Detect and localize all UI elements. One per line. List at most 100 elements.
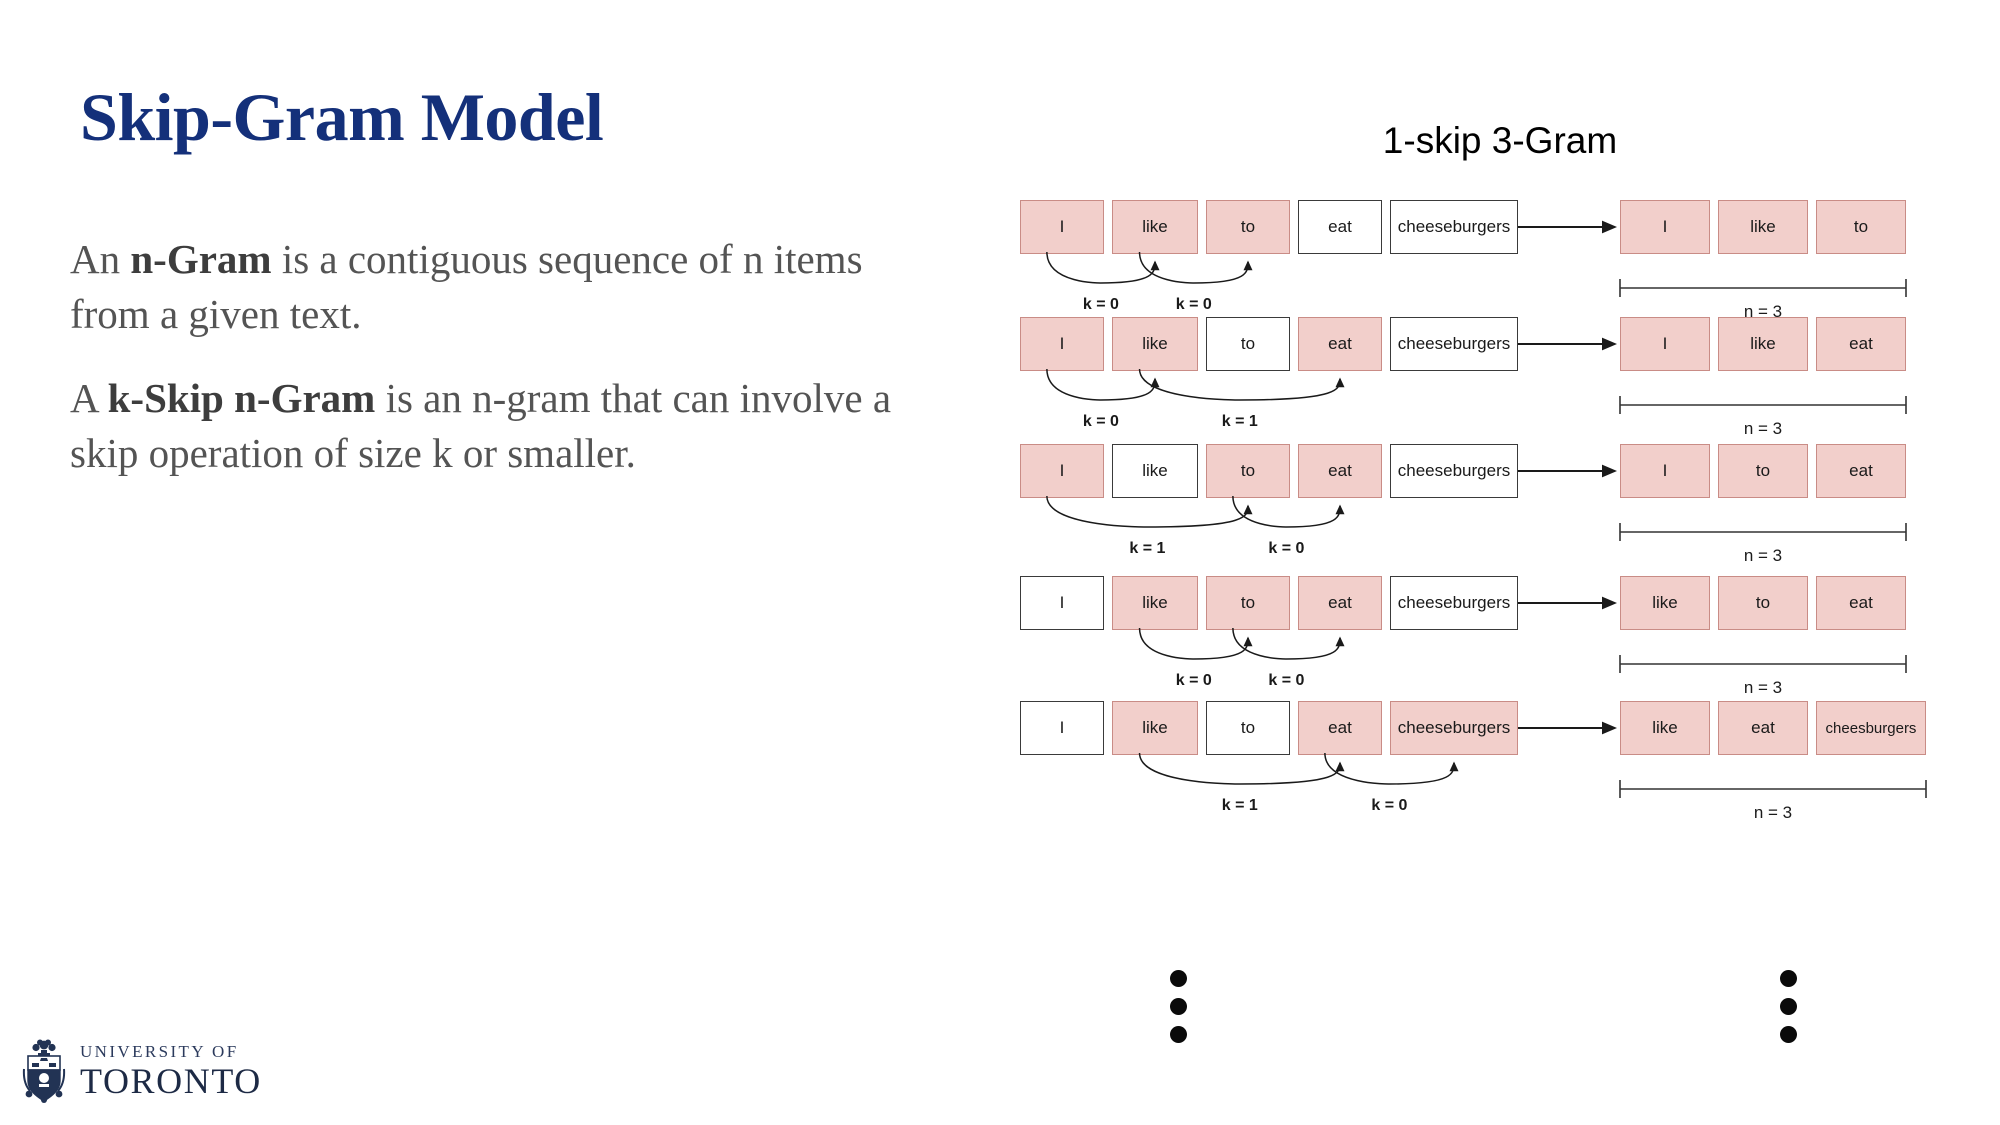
token-box-highlighted[interactable]: like: [1112, 576, 1198, 630]
token-box-highlighted[interactable]: like: [1112, 200, 1198, 254]
token-box-highlighted[interactable]: cheeseburgers: [1390, 701, 1518, 755]
token-box-highlighted[interactable]: eat: [1298, 701, 1382, 755]
output-token-box[interactable]: eat: [1816, 444, 1906, 498]
token-box-highlighted[interactable]: like: [1112, 701, 1198, 755]
skip-distance-label: k = 0: [1175, 672, 1212, 689]
feed-arrow: [1518, 464, 1617, 478]
skip-distance-label: k = 0: [1371, 797, 1408, 814]
skip-arc: [1324, 752, 1459, 785]
ngram-span-bracket: [1619, 780, 1927, 798]
skip-distance-label: k = 1: [1221, 797, 1258, 814]
ellipsis-dot: [1780, 998, 1797, 1015]
output-token-box[interactable]: like: [1718, 200, 1808, 254]
output-token-box[interactable]: eat: [1816, 317, 1906, 371]
vertical-ellipsis-right: [1780, 970, 1797, 1043]
skip-arc-layer: [1138, 752, 1459, 785]
ngram-size-label: n = 3: [1753, 803, 1793, 822]
ellipsis-dot: [1780, 970, 1797, 987]
token-box-highlighted[interactable]: to: [1206, 576, 1290, 630]
ngram-size-label: n = 3: [1743, 546, 1783, 565]
skip-distance-label: k = 0: [1268, 540, 1305, 557]
output-token-box[interactable]: I: [1620, 444, 1710, 498]
token-box[interactable]: cheeseburgers: [1390, 576, 1518, 630]
output-token-box[interactable]: eat: [1816, 576, 1906, 630]
paragraph-suffix: is an n-gram that can involve a skip ope…: [70, 375, 892, 476]
token-box-highlighted[interactable]: to: [1206, 200, 1290, 254]
output-token-box[interactable]: like: [1620, 576, 1710, 630]
token-box-highlighted[interactable]: eat: [1298, 317, 1382, 371]
ngram-span-bracket: [1619, 279, 1907, 297]
skip-arc-layer: [1138, 627, 1345, 660]
output-token-box[interactable]: cheesburgers: [1816, 701, 1926, 755]
page-title: Skip-Gram Model: [80, 79, 604, 155]
paragraph-prefix: A: [70, 375, 108, 422]
skip-arc: [1232, 495, 1345, 528]
skip-arc: [1138, 251, 1253, 284]
token-box-highlighted[interactable]: eat: [1298, 444, 1382, 498]
skip-distance-label: k = 0: [1082, 413, 1119, 430]
token-box[interactable]: to: [1206, 701, 1290, 755]
skip-arc: [1046, 495, 1253, 528]
token-box[interactable]: cheeseburgers: [1390, 317, 1518, 371]
skip-arc: [1232, 627, 1345, 660]
feed-arrow: [1518, 220, 1617, 234]
ngram-span-bracket: [1619, 523, 1907, 541]
output-token-box[interactable]: to: [1718, 576, 1808, 630]
skip-arc: [1046, 368, 1160, 401]
skip-arc: [1046, 251, 1160, 284]
output-token-box[interactable]: eat: [1718, 701, 1808, 755]
token-box-highlighted[interactable]: like: [1112, 317, 1198, 371]
ellipsis-dot: [1170, 1026, 1187, 1043]
token-box[interactable]: like: [1112, 444, 1198, 498]
token-box[interactable]: eat: [1298, 200, 1382, 254]
output-token-box[interactable]: like: [1620, 701, 1710, 755]
feed-arrow: [1518, 721, 1617, 735]
ellipsis-dot: [1780, 1026, 1797, 1043]
token-box-highlighted[interactable]: I: [1020, 444, 1104, 498]
feed-arrow: [1518, 596, 1617, 610]
output-token-box[interactable]: to: [1816, 200, 1906, 254]
paragraph-suffix: is a contiguous sequence of n items from…: [70, 236, 863, 337]
uoft-crest-icon: [22, 1039, 66, 1103]
output-token-box[interactable]: like: [1718, 317, 1808, 371]
paragraph-k-skip-n-gram: A k-Skip n-Gram is an n-gram that can in…: [70, 371, 950, 480]
token-box[interactable]: cheeseburgers: [1390, 444, 1518, 498]
paragraph-prefix: An: [70, 236, 131, 282]
token-box-highlighted[interactable]: I: [1020, 317, 1104, 371]
output-token-box[interactable]: I: [1620, 317, 1710, 371]
output-token-box[interactable]: to: [1718, 444, 1808, 498]
ngram-size-label: n = 3: [1743, 302, 1783, 321]
skip-distance-label: k = 1: [1221, 413, 1258, 430]
vertical-ellipsis-left: [1170, 970, 1187, 1043]
token-box[interactable]: to: [1206, 317, 1290, 371]
skip-arc: [1138, 627, 1253, 660]
token-box-highlighted[interactable]: eat: [1298, 576, 1382, 630]
token-box[interactable]: I: [1020, 576, 1104, 630]
token-box-highlighted[interactable]: I: [1020, 200, 1104, 254]
term-n-gram: n-Gram: [130, 236, 272, 282]
token-box[interactable]: cheeseburgers: [1390, 200, 1518, 254]
skip-arc: [1138, 368, 1345, 401]
ngram-size-label: n = 3: [1743, 678, 1783, 697]
feed-arrow: [1518, 337, 1617, 351]
skip-distance-label: k = 1: [1129, 540, 1166, 557]
token-box-highlighted[interactable]: to: [1206, 444, 1290, 498]
uoft-line-toronto: TORONTO: [80, 1061, 262, 1101]
token-box[interactable]: I: [1020, 701, 1104, 755]
output-token-box[interactable]: I: [1620, 200, 1710, 254]
